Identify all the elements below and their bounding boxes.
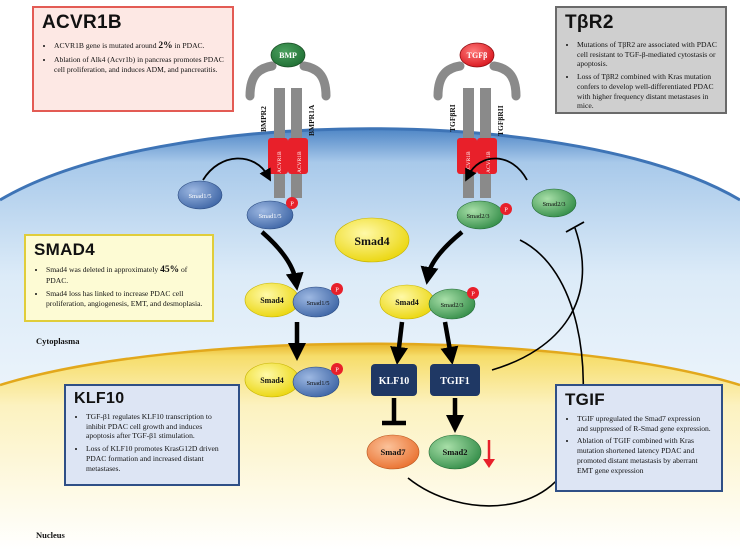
cytoplasma-label: Cytoplasma — [36, 336, 80, 346]
arrow-smad23-to-complex — [420, 230, 464, 285]
klf10-node-label: KLF10 — [379, 376, 410, 387]
complex-a-smad15-label: Smad1/5 — [306, 300, 329, 307]
smad23-p-node — [456, 200, 504, 230]
tgfb-receptor-complex — [433, 61, 521, 198]
tbr2-box-title: TβR2 — [565, 12, 614, 33]
acvr1b-tag-4: ACVR1B — [486, 151, 492, 173]
klf10-box-title: KLF10 — [74, 390, 125, 407]
acvr1b-tag-1: ACVR1B — [277, 151, 283, 173]
klf10-info-box: KLF10 TGF-β1 regulates KLF10 transcripti… — [64, 384, 240, 486]
phospho-badge-4 — [467, 287, 479, 299]
klf10-node — [371, 364, 417, 396]
tgfbr1-label: TGFβRI — [448, 104, 457, 132]
bmp-phospho-arrow — [202, 157, 272, 182]
complex-c-smad4-label: Smad4 — [260, 376, 284, 385]
smad15-p-label: Smad1/5 — [258, 213, 281, 220]
smad4-box-item-1: Smad4 was deleted in approximately 45% o… — [46, 264, 204, 286]
tbr2-box-item-1: Mutations of TβR2 are associated with PD… — [577, 40, 717, 69]
complex-c-smad15 — [292, 366, 340, 398]
tgif-info-box: TGIF TGIF upregulated the Smad7 expressi… — [555, 384, 723, 492]
acvr1b-box-item-1: ACVR1B gene is mutated around 2% in PDAC… — [54, 40, 224, 52]
tbr2-box-item-2: Loss of TβR2 combined with Kras mutation… — [577, 72, 717, 111]
phospho-badge-3-label: P — [335, 287, 339, 294]
nucleus-label: Nucleus — [36, 530, 65, 540]
tgif-box-item-2: Ablation of TGIF combined with Kras muta… — [577, 436, 713, 475]
tgfb-phospho-arrow — [465, 157, 528, 182]
complex-b-smad23-label: Smad2/3 — [440, 302, 463, 309]
klf10-box-item-1: TGF-β1 regulates KLF10 transcription to … — [86, 412, 230, 441]
phospho-badge-3 — [331, 283, 343, 295]
smad4-central-label: Smad4 — [354, 234, 389, 248]
acvr1b-tag-3: ACVR1B — [466, 151, 472, 173]
complex-a-smad4-label: Smad4 — [260, 296, 284, 305]
phospho-badge-5 — [331, 363, 343, 375]
tgfb-ligand-label: TGFβ — [467, 51, 488, 60]
klf10-box-list: TGF-β1 regulates KLF10 transcription to … — [74, 412, 230, 473]
acvr1b-box-title: ACVR1B — [42, 12, 122, 33]
tgif1-to-smad23-inhibit — [491, 227, 584, 371]
tgif-box-title: TGIF — [565, 390, 605, 409]
smad4-box-list: Smad4 was deleted in approximately 45% o… — [34, 264, 204, 308]
smad23-inhibit-bar — [565, 221, 585, 233]
tbr2-box-list: Mutations of TβR2 are associated with PD… — [565, 40, 717, 111]
tgif1-node-label: TGIF1 — [440, 376, 469, 387]
arrow-complex-b-to-tgif1 — [440, 321, 459, 365]
bmpr2-label: BMPR2 — [259, 106, 268, 132]
acvr1b-box-item-2: Ablation of Alk4 (Acvr1b) in pancreas pr… — [54, 55, 224, 74]
acvr1b-tag-2: ACVR1B — [297, 151, 303, 173]
phospho-badge-1-label: P — [290, 201, 294, 208]
complex-c-smad15-label: Smad1/5 — [306, 380, 329, 387]
phospho-badge-2 — [500, 203, 512, 215]
smad2-node-label: Smad2 — [442, 447, 467, 457]
tgfbr2-label: TGFβRII — [496, 105, 505, 136]
smad15-label: Smad1/5 — [188, 193, 211, 200]
smad2-down-arrowhead — [483, 459, 495, 468]
acvr1b-box-list: ACVR1B gene is mutated around 2% in PDAC… — [42, 40, 224, 75]
smad2-node — [428, 434, 482, 470]
bmp-receptor-complex — [245, 61, 331, 198]
complex-b-smad4-label: Smad4 — [395, 298, 419, 307]
smad4-box-title: SMAD4 — [34, 240, 96, 259]
smad23-label: Smad2/3 — [542, 201, 565, 208]
phospho-badge-5-label: P — [335, 367, 339, 374]
smad4-info-box: SMAD4 Smad4 was deleted in approximately… — [24, 234, 214, 322]
bmp-ligand — [270, 42, 306, 68]
phospho-badge-2-label: P — [504, 207, 508, 214]
tgif-box-item-1: TGIF upregulated the Smad7 expression an… — [577, 414, 713, 433]
complex-a-smad15 — [292, 286, 340, 318]
phospho-badge-4-label: P — [471, 291, 475, 298]
smad7-node — [366, 434, 420, 470]
smad15-node — [177, 180, 223, 210]
bmp-ligand-label: BMP — [279, 51, 297, 60]
smad7-node-label: Smad7 — [380, 447, 406, 457]
smad4-central-node — [334, 217, 410, 263]
tgfb-ligand — [459, 42, 495, 68]
tbr2-info-box: TβR2 Mutations of TβR2 are associated wi… — [555, 6, 727, 114]
complex-b-smad23 — [428, 288, 476, 320]
smad23-p-label: Smad2/3 — [466, 213, 489, 220]
klf10-box-item-2: Loss of KLF10 promotes KrasG12D driven P… — [86, 444, 230, 473]
arrow-complex-b-to-klf10 — [390, 321, 408, 365]
smad4-box-item-2: Smad4 loss has linked to increase PDAC c… — [46, 289, 204, 308]
phospho-badge-1 — [286, 197, 298, 209]
smad23-node — [531, 188, 577, 218]
arrow-smad15-to-complex — [260, 230, 304, 291]
tgif-box-list: TGIF upregulated the Smad7 expression an… — [565, 414, 713, 475]
acvr1b-info-box: ACVR1B ACVR1B gene is mutated around 2% … — [32, 6, 234, 112]
bmpr1a-label: BMPR1A — [307, 104, 316, 136]
tgif1-node — [430, 364, 480, 396]
smad15-p-node — [246, 200, 294, 230]
